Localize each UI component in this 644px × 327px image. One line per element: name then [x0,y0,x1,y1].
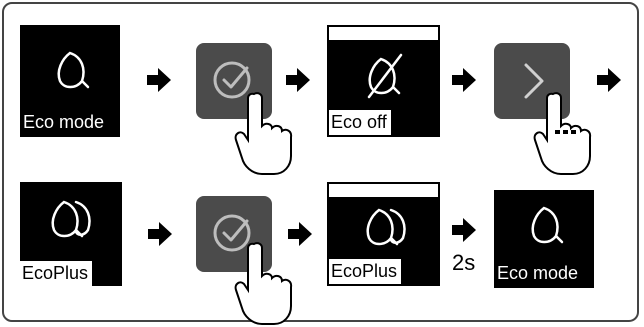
screen-ecoplus: EcoPlus [20,182,122,286]
screen-eco-mode: Eco mode [20,25,120,137]
arrow-right-icon [452,218,476,242]
leaf-icon [531,206,564,244]
check-circle-icon [213,214,251,252]
screen-label: EcoPlus [329,257,404,284]
screen-ecoplus-confirm: EcoPlus [327,182,440,286]
screen-eco-off: Eco off [327,25,440,137]
hand-pointer-icon [533,92,592,175]
delay-label: 2s [452,250,476,275]
leaf-off-icon [367,53,403,99]
screen-label: Eco off [329,108,393,135]
arrow-right-icon [147,68,171,92]
chevron-right-icon [524,63,544,99]
arrow-right-icon [597,68,621,92]
screen-label: Eco mode [497,263,579,283]
screen-label: Eco mode [23,112,105,132]
arrow-right-icon [452,68,476,92]
arrow-right-icon [288,222,312,246]
hand-pointer-icon [234,242,293,325]
leaf-icon [57,51,90,89]
hand-pointer-icon [234,92,293,175]
arrow-right-icon [148,222,172,246]
screen-eco-mode-result: Eco mode [494,190,594,288]
double-leaf-icon [366,208,406,246]
double-leaf-icon [51,200,91,238]
arrow-right-icon [286,68,310,92]
check-circle-icon [213,61,251,99]
screen-label: EcoPlus [20,259,95,286]
